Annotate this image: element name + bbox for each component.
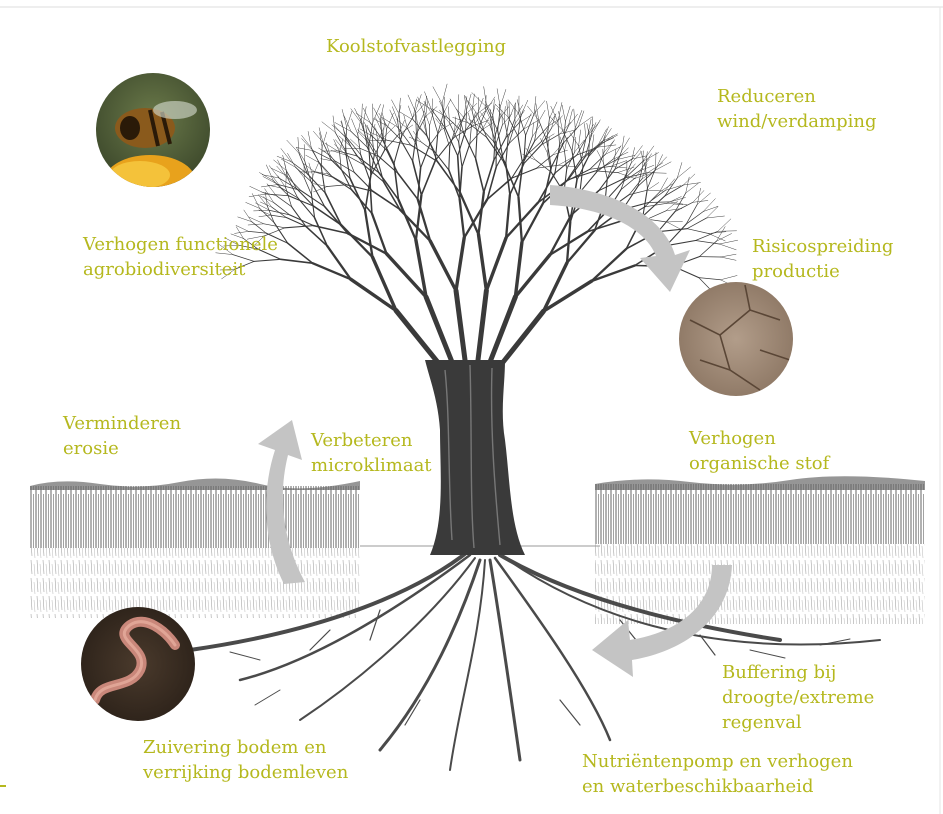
label-reduce-wind-evaporation: Reduceren wind/verdamping — [717, 84, 877, 134]
tree-crown — [216, 84, 738, 366]
right-crop-field — [595, 476, 925, 624]
tree-trunk — [425, 360, 525, 555]
left-crop-field — [30, 478, 360, 618]
label-carbon-sequestration: Koolstofvastlegging — [326, 34, 506, 59]
label-buffering-drought-rain: Buffering bij droogte/extreme regenval — [722, 660, 874, 735]
label-risk-spreading-production: Risicospreiding productie — [752, 234, 893, 284]
label-soil-purification: Zuivering bodem en verrijking bodemleven — [143, 735, 348, 785]
label-functional-agrobiodiversity: Verhogen functionele agrobiodiversiteit — [83, 232, 278, 282]
bee-on-flower-photo — [96, 73, 210, 205]
label-improve-microclimate: Verbeteren microklimaat — [311, 428, 432, 478]
label-reduce-erosion: Verminderen erosie — [63, 411, 181, 461]
label-increase-organic-matter: Verhogen organische stof — [689, 426, 829, 476]
label-nutrient-pump-water: Nutriëntenpomp en verhogen en waterbesch… — [582, 749, 853, 799]
earthworm-photo — [81, 607, 195, 721]
dry-soil-photo — [679, 282, 793, 396]
